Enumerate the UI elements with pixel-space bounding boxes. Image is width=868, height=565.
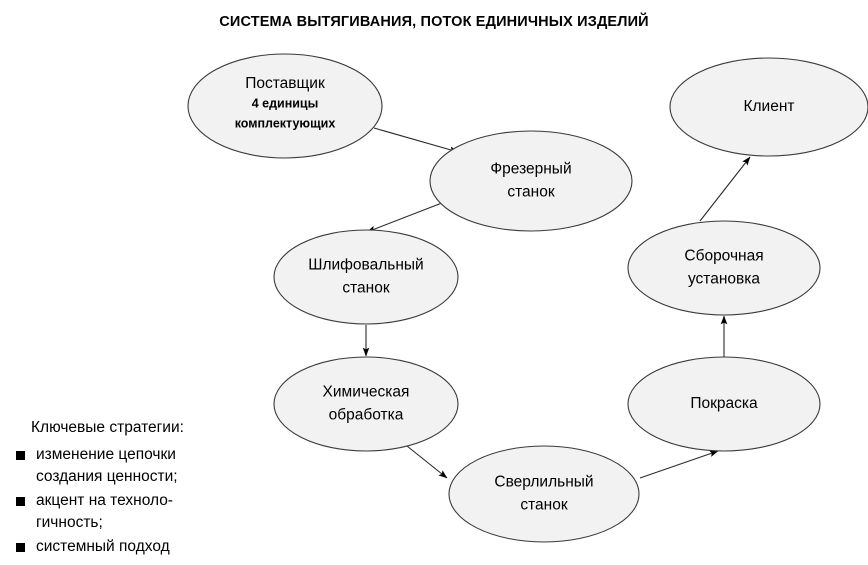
milling-machine-label-line-2: станок xyxy=(507,184,554,201)
grinding-machine-ellipse xyxy=(273,229,459,325)
legend-item-text: системный подход xyxy=(36,538,170,555)
painting-ellipse xyxy=(627,356,821,452)
client-label-line-1: Клиент xyxy=(743,98,794,115)
assembly-unit-label-line-1: Сборочная xyxy=(684,248,763,265)
node-chemical-treatment[interactable]: Химическая обработка xyxy=(273,356,459,452)
milling-machine-ellipse xyxy=(429,130,633,232)
edge-assembly-to-client xyxy=(699,156,751,222)
painting-label-line-1: Покраска xyxy=(690,395,758,412)
legend-heading: Ключевые стратегии: xyxy=(31,419,184,436)
drilling-machine-label-line-1: Сверлильный xyxy=(494,474,593,491)
edges-layer xyxy=(362,127,751,479)
square-bullet-icon xyxy=(16,497,25,506)
square-bullet-icon xyxy=(16,543,25,552)
supplier-ellipse xyxy=(187,53,383,159)
legend-item-text: акцент на техноло- гичность; xyxy=(36,492,173,531)
chemical-treatment-label-line-2: обработка xyxy=(329,407,404,424)
nodes-layer: Поставщик 4 единицы комплектующихФрезерный… xyxy=(187,53,868,543)
node-grinding-machine[interactable]: Шлифовальный станок xyxy=(273,229,459,325)
page-title: СИСТЕМА ВЫТЯГИВАНИЯ, ПОТОК ЕДИНИЧНЫХ ИЗД… xyxy=(219,14,649,30)
edge-milling-to-grinding xyxy=(366,200,448,233)
edge-drilling-to-painting xyxy=(639,450,719,479)
assembly-unit-ellipse xyxy=(627,220,821,316)
chemical-treatment-ellipse xyxy=(273,356,459,452)
legend-key-strategies: Ключевые стратегии: изменение цепочки со… xyxy=(14,419,254,560)
legend-item-text: изменение цепочки создания ценности; xyxy=(36,446,178,485)
node-supplier[interactable]: Поставщик 4 единицы комплектующих xyxy=(187,53,383,159)
assembly-unit-label-line-2: установка xyxy=(688,271,760,288)
client-ellipse xyxy=(669,57,868,157)
supplier-label-line-2: 4 единицы xyxy=(252,96,319,110)
legend-list: изменение цепочки создания ценности; акце… xyxy=(14,444,254,558)
legend-item: системный подход xyxy=(14,536,254,558)
chemical-treatment-label-line-1: Химическая xyxy=(323,384,410,401)
legend-item: изменение цепочки создания ценности; xyxy=(14,444,254,488)
drilling-machine-ellipse xyxy=(448,445,640,543)
square-bullet-icon xyxy=(16,451,25,460)
drilling-machine-label-line-2: станок xyxy=(520,497,567,514)
edge-chemical-to-drilling xyxy=(401,441,448,479)
node-drilling-machine[interactable]: Сверлильный станок xyxy=(448,445,640,543)
milling-machine-label-line-1: Фрезерный xyxy=(490,161,571,178)
supplier-label-line-3: комплектующих xyxy=(235,116,336,130)
grinding-machine-label-line-1: Шлифовальный xyxy=(308,257,423,274)
node-milling-machine[interactable]: Фрезерный станок xyxy=(429,130,633,232)
legend-item: акцент на техноло- гичность; xyxy=(14,490,254,534)
node-client[interactable]: Клиент xyxy=(669,57,868,157)
edge-supplier-to-milling xyxy=(373,127,459,153)
grinding-machine-label-line-2: станок xyxy=(342,280,389,297)
node-painting[interactable]: Покраска xyxy=(627,356,821,452)
supplier-label-line-1: Поставщик xyxy=(245,75,325,92)
node-assembly-unit[interactable]: Сборочная установка xyxy=(627,220,821,316)
